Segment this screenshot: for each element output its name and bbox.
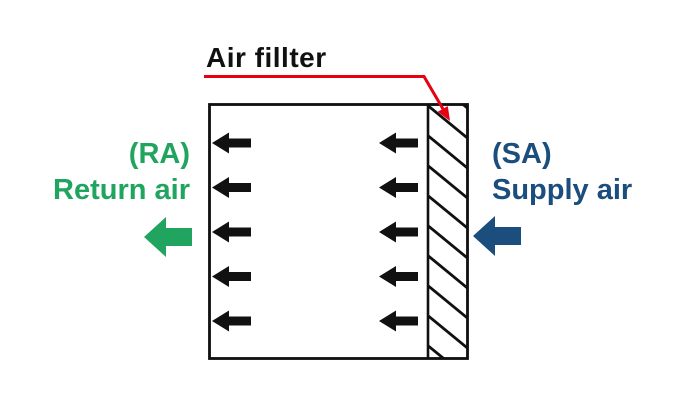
return-air-arrow [144,217,192,257]
supply-air-label: (SA) Supply air [492,136,672,208]
equipment-box [208,103,469,360]
return-air-text: Return air [53,174,190,206]
return-air-abbr: (RA) [128,138,190,170]
supply-air-abbr: (SA) [492,138,552,170]
air-filter-label: Air fillter [206,42,327,73]
supply-air-arrow [473,216,521,256]
equipment-box-border [208,103,469,360]
return-air-label: (RA) Return air [25,136,190,208]
supply-air-text: Supply air [492,174,633,206]
air-filter-callout-arrow [204,75,450,121]
